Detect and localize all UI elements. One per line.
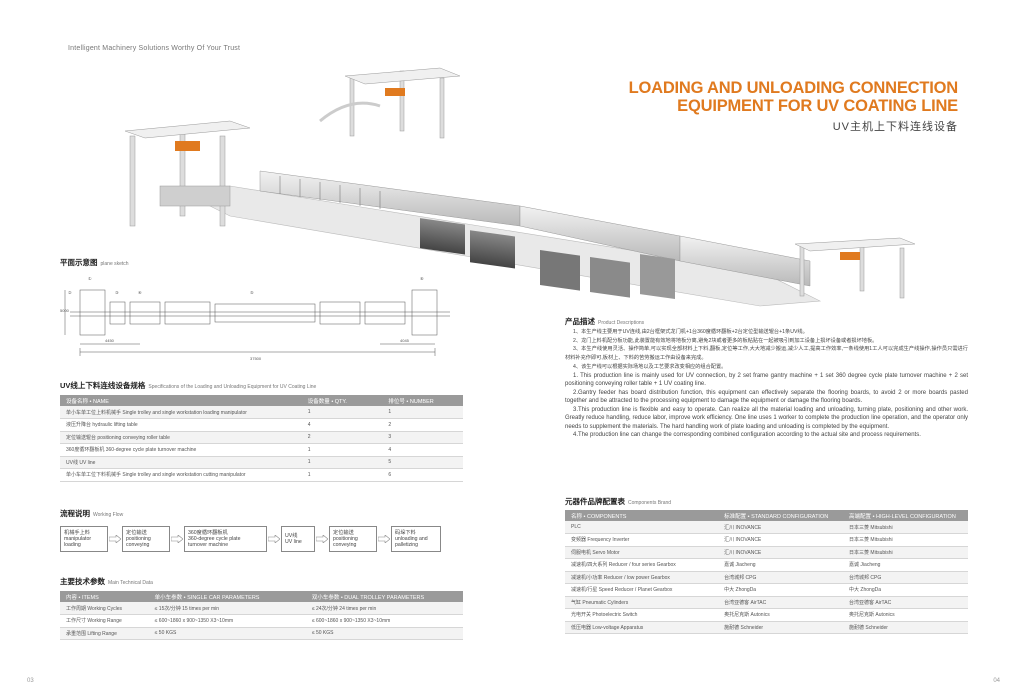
title-line-1: LOADING AND UNLOADING CONNECTION: [628, 79, 959, 97]
spec-header-qty: 设备数量 • QTY.: [301, 395, 383, 406]
working-flow: 机械手上料 manipulator loading 定位输送 positioni…: [60, 522, 463, 556]
callout-5: ⑤: [250, 290, 254, 295]
flow-step-5: 定位输送 positioning conveying: [329, 526, 377, 552]
brand-header-highlevel: 高端配置 • HIGH-LEVEL CONFIGURATION: [843, 510, 968, 521]
desc-cn-4: 4、该生产线可以根据实际场地以及工艺要求改变相应的组合配置。: [573, 363, 727, 370]
tech-table: 内容 • ITEMS 单小车参数 • SINGLE CAR PARAMETERS…: [60, 591, 463, 640]
arrow-right-icon: [315, 535, 329, 543]
flow-step-4: UV线 UV line: [281, 526, 315, 552]
table-row: 工作周期 Working Cycles≤ 15次/分钟 15 times per…: [60, 602, 463, 615]
spec-table: 设备名称 • NAME 设备数量 • QTY. 排位号 • NUMBER 单小车…: [60, 395, 463, 482]
desc-en-4: 4.The production line can change the cor…: [573, 432, 921, 439]
product-description: 1、本生产线主要用于UV连线,由2台框架式龙门机+1台360度循环翻板+2台定位…: [565, 328, 968, 440]
desc-cn-2: 2、龙门上料机配分板功能,此装置能有效地将地板分离,避免2块或者更多的板粘贴在一…: [573, 337, 878, 344]
tech-header-dual: 双小车参数 • DUAL TROLLEY PARAMETERS: [305, 591, 463, 602]
arrow-right-icon: [377, 535, 391, 543]
plane-sketch-drawing: ① ② ③ ④ ⑤ ⑥ 37500 4450 4045 5000: [60, 276, 450, 361]
spec-header-number: 排位号 • NUMBER: [382, 395, 463, 406]
production-line-illustration: [124, 67, 916, 307]
desc-en-3: 3.This production line is flexible and e…: [565, 406, 968, 430]
callout-2: ②: [68, 290, 72, 295]
flow-step-6: 码垛下料 unloading and palletizing: [391, 526, 441, 552]
flow-step-2: 定位输送 positioning conveying: [122, 526, 170, 552]
dim-height: 5000: [60, 308, 70, 313]
inset-arrow: [319, 101, 381, 123]
callout-3: ③: [115, 290, 119, 295]
callout-4: ④: [138, 290, 142, 295]
page-title: LOADING AND UNLOADING CONNECTION EQUIPME…: [628, 79, 959, 115]
tech-header-single: 单小车参数 • SINGLE CAR PARAMETERS: [148, 591, 306, 602]
desc-cn-1: 1、本生产线主要用于UV连线,由2台框架式龙门机+1台360度循环翻板+2台定位…: [573, 329, 808, 335]
arrow-right-icon: [108, 535, 122, 543]
table-row: 承重范围 Lifting Range≤ 50 KGS≤ 50 KGS: [60, 627, 463, 640]
title-line-2: EQUIPMENT FOR UV COATING LINE: [677, 97, 958, 115]
dim-right: 4045: [400, 338, 410, 343]
brand-header-components: 名称 • COMPONENTS: [565, 510, 719, 521]
brand-table: 名称 • COMPONENTS 标准配置 • STANDARD CONFIGUR…: [565, 510, 968, 634]
callout-1: ①: [88, 276, 92, 281]
table-row: 360度循环翻板机 360-degree cycle plate turnove…: [60, 443, 463, 457]
inset-gantry-detail: [344, 67, 461, 139]
right-gantry-unloader: [794, 237, 916, 299]
page-number-left: 03: [27, 678, 34, 684]
dim-total: 37500: [250, 356, 262, 361]
page-number-right: 04: [993, 678, 1000, 684]
left-gantry-loader: [124, 120, 251, 227]
page-subtitle: UV主机上下料连线设备: [832, 121, 958, 133]
flow-step-1: 机械手上料 manipulator loading: [60, 526, 108, 552]
spec-header-name: 设备名称 • NAME: [60, 395, 302, 406]
table-row: 工作尺寸 Working Range≤ 600~1860 x 900~1350 …: [60, 614, 463, 628]
table-row: 定位输送辊台 positioning conveying roller tabl…: [60, 431, 463, 444]
desc-en-1: 1. This production line is mainly used f…: [565, 372, 968, 388]
tech-header-items: 内容 • ITEMS: [60, 591, 149, 602]
table-row: 单小车单工位下料机械手 Single trolley and single wo…: [60, 468, 463, 482]
dim-left: 4450: [105, 338, 115, 343]
desc-cn-3: 3、本生产线使用灵活、操作简单,可以实现全部材料上下料,翻板,定位等工作,大大地…: [565, 346, 968, 362]
tagline: Intelligent Machinery Solutions Worthy O…: [68, 45, 241, 52]
table-row: 单小车单工位上料机械手 Single trolley and single wo…: [60, 406, 463, 419]
flow-step-3: 360度循环翻板机 360-degree cycle plate turnove…: [184, 526, 267, 552]
arrow-right-icon: [267, 535, 281, 543]
callout-6: ⑥: [420, 276, 424, 281]
desc-en-2: 2.Gantry feeder has board distribution f…: [565, 389, 968, 405]
arrow-right-icon: [170, 535, 184, 543]
brand-header-standard: 标准配置 • STANDARD CONFIGURATION: [718, 510, 844, 521]
